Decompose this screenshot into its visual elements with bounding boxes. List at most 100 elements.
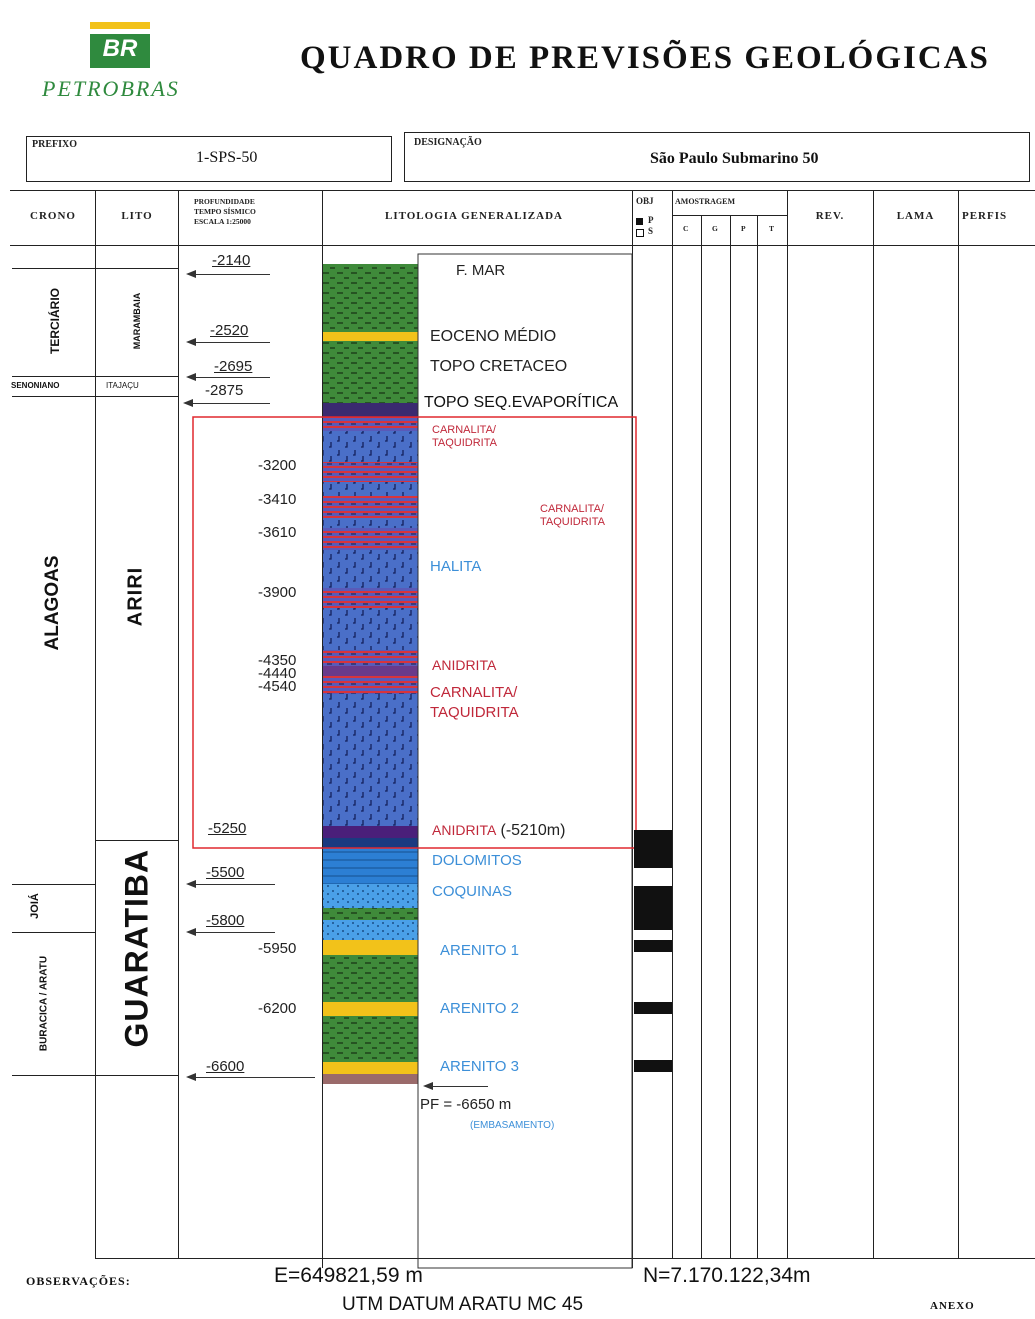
obj-s-swatch: [636, 229, 644, 237]
event-halita: HALITA: [430, 558, 481, 575]
depth-label: -4540: [258, 680, 296, 694]
prefixo-label: PREFIXO: [32, 140, 77, 150]
observacoes-label: OBSERVAÇÕES:: [26, 1274, 131, 1289]
amostragem-t: T: [769, 224, 774, 234]
company-name: PETROBRAS: [42, 76, 180, 102]
anexo-label: ANEXO: [930, 1300, 975, 1312]
event-arenito-2: ARENITO 2: [440, 1000, 519, 1017]
lito-marambaia: MARAMBAIA: [132, 276, 142, 366]
col-divider: [322, 190, 323, 1268]
event-topo-seq: TOPO SEQ.EVAPORÍTICA: [424, 394, 618, 412]
designacao-value: São Paulo Submarino 50: [650, 150, 818, 168]
depth-label: -6200: [258, 1000, 296, 1017]
depth-arrow: [195, 342, 270, 343]
coord-e: E=649821,59 m: [274, 1264, 423, 1288]
event-carnalita-3b: TAQUIDRITA: [430, 704, 519, 721]
event-pf: PF = -6650 m: [420, 1096, 511, 1113]
prof-line-3: ESCALA 1:25000: [194, 217, 256, 227]
amostragem-p: P: [741, 224, 746, 234]
prof-line-2: TEMPO SÍSMICO: [194, 207, 256, 217]
col-divider: [701, 215, 702, 1258]
obj-p-label: P: [648, 215, 654, 225]
crono-divider: [12, 932, 95, 933]
col-header-perfis: PERFIS: [962, 210, 1035, 222]
lito-itajai: ITAJAÇU: [106, 381, 139, 390]
col-divider: [632, 190, 633, 1268]
pf-arrow: [432, 1086, 488, 1087]
table-header-line: [10, 245, 1035, 246]
depth-arrow: [195, 274, 270, 275]
anidrita-2-label: ANIDRITA: [432, 822, 496, 838]
objective-mark: [634, 886, 672, 930]
depth-arrow: [195, 932, 275, 933]
amostragem-sub-line: [672, 215, 787, 216]
crono-alagoas: ALAGOAS: [42, 543, 64, 663]
col-divider: [958, 190, 959, 1258]
prefixo-value: 1-SPS-50: [196, 149, 257, 167]
event-carnalita-3a: CARNALITA/: [430, 684, 517, 701]
col-divider: [95, 190, 96, 1258]
lito-divider: [95, 840, 178, 841]
col-divider: [787, 190, 788, 1258]
coord-n: N=7.170.122,34m: [643, 1264, 811, 1288]
anidrita-2-depth: (-5210m): [500, 822, 565, 839]
depth-label: -5800: [206, 912, 244, 929]
col-divider: [730, 215, 731, 1258]
designacao-label: DESIGNAÇÃO: [414, 138, 482, 148]
col-header-rev: REV.: [787, 210, 873, 222]
col-header-amostragem: AMOSTRAGEM: [675, 197, 735, 207]
depth-label: -3410: [258, 491, 296, 508]
depth-label: -5250: [208, 820, 246, 837]
crono-divider: [12, 268, 95, 269]
logo-text: BR: [90, 35, 150, 63]
event-carnalita-2a: CARNALITA/: [540, 503, 604, 515]
event-arenito-3: ARENITO 3: [440, 1058, 519, 1075]
col-divider: [873, 190, 874, 1258]
depth-arrow: [195, 1077, 315, 1078]
depth-arrow: [195, 377, 270, 378]
objective-mark: [634, 830, 672, 868]
crono-joia: JOIÁ: [29, 882, 41, 930]
col-divider: [757, 215, 758, 1258]
crono-buracica: BURACICA / ARATU: [39, 944, 50, 1064]
event-embasamento: (EMBASAMENTO): [470, 1120, 554, 1132]
col-divider: [672, 190, 673, 1258]
page-title: QUADRO DE PREVISÕES GEOLÓGICAS: [300, 40, 990, 77]
amostragem-g: G: [712, 224, 718, 234]
crono-divider: [12, 884, 95, 885]
depth-label: -3200: [258, 457, 296, 474]
event-coquinas: COQUINAS: [432, 883, 512, 900]
depth-label: -5500: [206, 864, 244, 881]
logo-bar: [90, 22, 150, 29]
depth-arrow: [195, 884, 275, 885]
depth-arrow: [192, 403, 270, 404]
depth-label: -5950: [258, 940, 296, 957]
depth-label: -6600: [206, 1058, 244, 1075]
petrobras-logo: BR: [90, 22, 150, 70]
event-topo-cretaceo: TOPO CRETACEO: [430, 358, 567, 376]
col-divider: [178, 190, 179, 1258]
col-header-crono: CRONO: [12, 210, 94, 222]
crono-senoniano: SENONIANO: [11, 381, 59, 390]
table-bottom-line: [95, 1258, 1035, 1259]
col-header-lama: LAMA: [873, 210, 958, 222]
objective-mark: [634, 1002, 672, 1014]
event-arenito-1: ARENITO 1: [440, 942, 519, 959]
lito-guaratiba: GUARATIBA: [119, 868, 156, 1048]
obj-p-swatch: [636, 218, 643, 225]
depth-label: -3610: [258, 524, 296, 541]
event-dolomitos: DOLOMITOS: [432, 852, 522, 869]
depth-label: -2520: [210, 322, 248, 339]
prof-line-1: PROFUNDIDADE: [194, 197, 256, 207]
crono-divider: [12, 396, 178, 397]
event-f-mar: F. MAR: [456, 262, 505, 279]
lito-ariri: ARIRI: [125, 557, 148, 637]
col-header-profundidade: PROFUNDIDADE TEMPO SÍSMICO ESCALA 1:2500…: [194, 197, 256, 227]
table-top-line: [10, 190, 1035, 191]
crono-terciario: TERCIÁRIO: [48, 276, 62, 366]
col-header-obj: OBJ: [636, 196, 654, 206]
event-carnalita-1b: TAQUIDRITA: [432, 437, 497, 449]
crono-divider: [12, 376, 178, 377]
objective-mark: [634, 940, 672, 952]
event-anidrita-2: ANIDRITA (-5210m): [432, 822, 565, 840]
